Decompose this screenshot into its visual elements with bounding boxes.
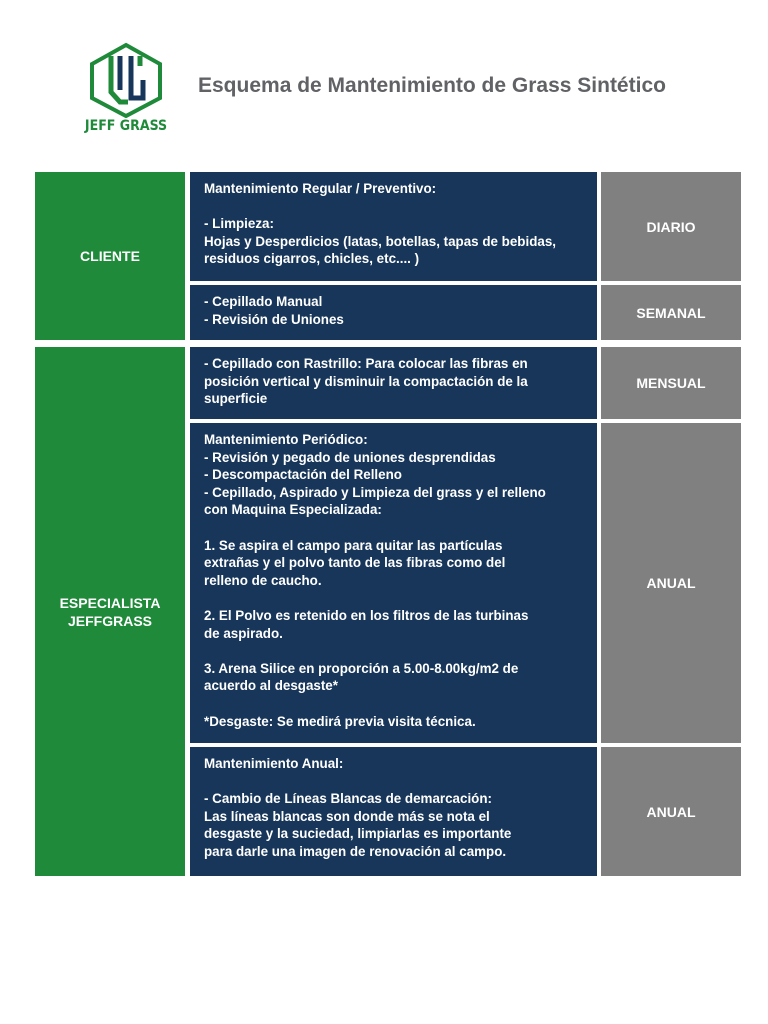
group-label-line: CLIENTE: [80, 248, 140, 264]
task-line: posición vertical y disminuir la compact…: [204, 373, 528, 389]
task-line: - Descompactación del Relleno: [204, 467, 402, 483]
frequency-cell: SEMANAL: [601, 285, 741, 340]
task-line: desgaste y la suciedad, limpiarlas es im…: [204, 826, 512, 842]
task-line: relleno de caucho.: [204, 572, 322, 588]
task-line: superficie: [204, 391, 268, 407]
task-line: 1. Se aspira el campo para quitar las pa…: [204, 537, 503, 553]
jg-monogram-icon: [90, 42, 162, 118]
group-cell: CLIENTE: [35, 172, 185, 340]
task-line: de aspirado.: [204, 625, 283, 641]
group-label-line: JEFFGRASS: [67, 612, 152, 629]
task-description-cell: - Cepillado con Rastrillo: Para colocar …: [190, 347, 597, 419]
task-line: [204, 773, 585, 791]
task-line: - Revisión y pegado de uniones desprendi…: [204, 449, 496, 465]
task-line: Mantenimiento Regular / Preventivo:: [204, 181, 437, 196]
task-line: - Cambio de Líneas Blancas de demarcació…: [204, 791, 492, 807]
frequency-label: ANUAL: [646, 575, 696, 591]
task-description-cell: Mantenimiento Periódico: - Revisión y peg…: [190, 423, 597, 743]
task-line: para darle una imagen de renovación al c…: [204, 843, 507, 859]
task-line: - Limpieza:: [204, 216, 274, 232]
task-description-cell: Mantenimiento Regular / Preventivo: - Li…: [190, 172, 597, 281]
task-line: *Desgaste: Se medirá previa visita técni…: [204, 713, 476, 729]
task-line: Mantenimiento Anual:: [204, 756, 344, 771]
task-line: - Cepillado, Aspirado y Limpieza del gra…: [204, 484, 546, 500]
frequency-cell: MENSUAL: [601, 347, 741, 419]
frequency-cell: DIARIO: [601, 172, 741, 281]
page-title: Esquema de Mantenimiento de Grass Sintét…: [198, 74, 666, 97]
task-line: con Maquina Especializada:: [204, 502, 382, 518]
frequency-label: SEMANAL: [636, 304, 706, 321]
task-line: residuos cigarros, chicles, etc.... ): [204, 251, 420, 267]
task-line: 2. El Polvo es retenido en los filtros d…: [204, 607, 529, 623]
task-description-cell: - Cepillado Manual - Revisión de Uniones: [190, 285, 597, 340]
task-line: Hojas y Desperdicios (latas, botellas, t…: [204, 233, 557, 249]
frequency-label: MENSUAL: [636, 375, 706, 391]
task-line: [204, 695, 585, 713]
task-line: [204, 589, 585, 607]
task-description-cell: Mantenimiento Anual: - Cambio de Líneas …: [190, 747, 597, 876]
task-line: extrañas y el polvo tanto de las fibras …: [204, 555, 506, 571]
task-line: acuerdo al desgaste*: [204, 678, 338, 694]
jeff-grass-logo: JEFF GRASS: [84, 42, 168, 138]
task-line: [204, 519, 585, 537]
task-line: - Cepillado Manual: [204, 294, 323, 309]
task-line: [204, 642, 585, 660]
group-label-line: ESPECIALISTA: [59, 594, 161, 611]
task-line: [204, 198, 585, 216]
group-label: CLIENTE: [80, 247, 140, 265]
frequency-label: ANUAL: [646, 803, 696, 820]
task-line: Mantenimiento Periódico:: [204, 432, 368, 447]
frequency-cell: ANUAL: [601, 423, 741, 743]
task-line: - Cepillado con Rastrillo: Para colocar …: [204, 356, 528, 371]
frequency-label: DIARIO: [646, 218, 696, 235]
frequency-cell: ANUAL: [601, 747, 741, 876]
task-line: - Revisión de Uniones: [204, 311, 344, 327]
brand-name: JEFF GRASS: [84, 118, 168, 134]
task-line: 3. Arena Silice en proporción a 5.00-8.0…: [204, 660, 519, 676]
task-line: Las líneas blancas son donde más se nota…: [204, 808, 490, 824]
